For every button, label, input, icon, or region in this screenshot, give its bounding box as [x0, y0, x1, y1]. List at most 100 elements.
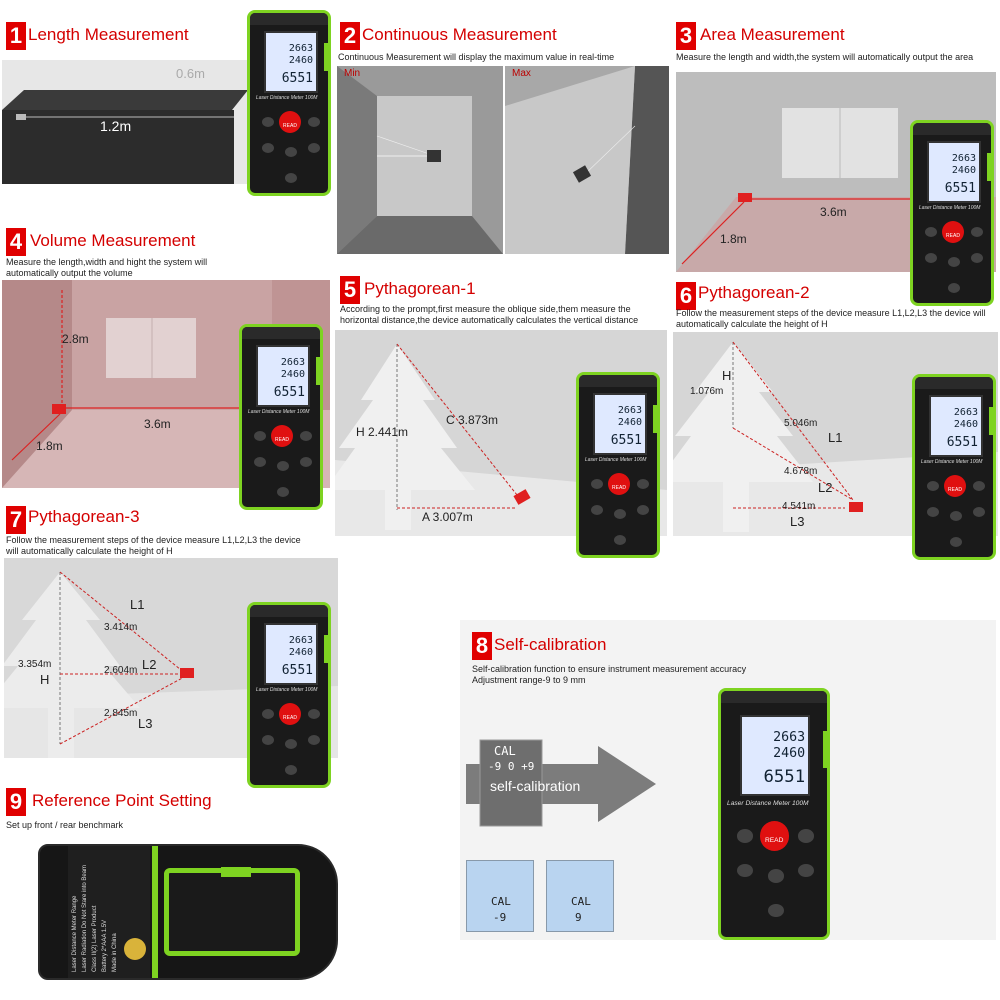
read-button: READ	[279, 111, 301, 133]
device-button	[614, 509, 626, 519]
read-button: READ	[944, 475, 966, 497]
device-button	[285, 147, 297, 157]
p1-h-label: H 2.441m	[356, 425, 409, 439]
device-button	[925, 227, 937, 237]
device-button	[614, 535, 626, 545]
battery-cover	[164, 867, 300, 956]
device-button	[591, 505, 603, 515]
device-reading-3: 6551	[273, 385, 305, 400]
panel-3-title: Area Measurement	[700, 25, 845, 44]
device-button	[767, 869, 784, 883]
device-reading-2: 2460	[288, 647, 313, 658]
label-line-4: Battery 2*AAA 1.5V	[102, 919, 108, 972]
panel-3-desc: Measure the length and width,the system …	[676, 52, 974, 62]
device-brand: Laser Distance Meter 100M	[727, 800, 809, 808]
panel-9-number: 9	[6, 788, 26, 816]
device-reading-3: 6551	[946, 435, 978, 450]
device-reading-1: 2663	[280, 357, 305, 368]
panel-2-title: Continuous Measurement	[362, 25, 557, 44]
cal-screen-b: CAL 9	[546, 860, 614, 932]
panel-4-desc: Measure the length,width and hight the s…	[6, 257, 208, 278]
device-brand: Laser Distance Meter 100M	[256, 95, 318, 101]
device-reading-3: 6551	[281, 663, 313, 678]
p2-l3-value: 4.541m	[782, 501, 816, 512]
device-button	[262, 709, 274, 719]
p3-h-label: H	[40, 672, 50, 687]
panel-6-desc: Follow the measurement steps of the devi…	[676, 308, 986, 329]
p3-l2-label: L2	[142, 657, 157, 672]
min-label: Min	[344, 68, 361, 79]
read-button: READ	[608, 473, 630, 495]
device-side-grip	[324, 43, 328, 71]
device-side-grip	[989, 407, 993, 435]
panel-8-number: 8	[472, 632, 492, 660]
p2-l3-label: L3	[790, 514, 805, 529]
continuous-min-scene	[337, 66, 503, 254]
device-button	[927, 481, 939, 491]
device-top	[250, 605, 328, 617]
cal-text: CAL	[494, 744, 516, 758]
panel-7-title: Pythagorean-3	[28, 507, 140, 526]
panel-7-number: 7	[6, 506, 26, 534]
device-button	[927, 507, 939, 517]
p1-c-label: C 3.873m	[446, 413, 499, 427]
panel-8-desc: Self-calibration function to ensure inst…	[472, 664, 747, 685]
cal-range: -9 0 +9	[488, 760, 535, 773]
p3-l1-label: L1	[130, 597, 145, 612]
panel-6-number: 6	[676, 282, 696, 310]
device-top	[250, 13, 328, 25]
width-label: 0.6m	[176, 66, 205, 81]
panel-9-desc: Set up front / rear benchmark	[6, 820, 124, 830]
calibration-arrow-graphic	[466, 739, 656, 827]
device-button	[736, 829, 753, 843]
read-button: READ	[279, 703, 301, 725]
device-button	[971, 253, 983, 263]
device-reading-2: 2460	[951, 165, 976, 176]
device-side-grip	[823, 730, 827, 769]
volume-width-label: 1.8m	[36, 439, 63, 453]
device-reading-2: 2460	[280, 369, 305, 380]
device-button	[637, 505, 649, 515]
read-button: READ	[759, 821, 789, 851]
panel-5-number: 5	[340, 276, 360, 304]
panel-2-desc: Continuous Measurement will display the …	[338, 52, 615, 62]
device-top	[915, 377, 993, 389]
device-button	[285, 765, 297, 775]
arrow-label: self-calibration	[490, 778, 581, 794]
device-button	[971, 227, 983, 237]
device-button	[277, 461, 289, 471]
area-length-label: 3.6m	[820, 205, 847, 219]
device-button	[254, 431, 266, 441]
cal-screen-a: CAL -9	[466, 860, 534, 932]
panel-7-desc: Follow the measurement steps of the devi…	[6, 535, 301, 556]
device-button	[300, 457, 312, 467]
p1-a-label: A 3.007m	[422, 510, 473, 524]
device-button	[277, 487, 289, 497]
p2-h-label: H	[722, 368, 732, 383]
panel-8-title: Self-calibration	[494, 635, 607, 654]
cal-screen-a-line1: CAL	[491, 895, 511, 908]
device-button	[950, 511, 962, 521]
label-line-2: Laser Radiation Do Not Stare into Beam	[82, 864, 88, 972]
read-button: READ	[942, 221, 964, 243]
device-button	[798, 829, 815, 843]
continuous-max-scene	[505, 66, 669, 254]
label-line-1: Laser Distance Meter Range	[72, 895, 78, 972]
volume-height-label: 2.8m	[62, 332, 89, 346]
panel-5-desc: According to the prompt,first measure th…	[340, 304, 639, 325]
device-side-grip	[316, 357, 320, 385]
label-line-3: Class II(2) Laser Product	[92, 905, 98, 972]
device-button	[948, 257, 960, 267]
panel-3-number: 3	[676, 22, 696, 50]
p2-h-value: 1.076m	[690, 386, 724, 397]
